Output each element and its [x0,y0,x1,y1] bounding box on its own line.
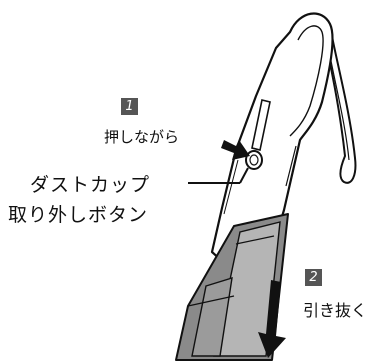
step-1-label: 押しながら [104,128,180,146]
dust-cup-release-button [245,150,263,170]
power-switch [251,99,271,151]
callout-leader-tick [239,167,249,184]
handle-contour [289,25,324,137]
step-2-label: 引き抜く [303,301,368,320]
body-seam [285,139,301,187]
callout-label-line1: ダストカップ [30,174,151,196]
push-arrow-icon [221,140,250,160]
callout-label-line2: 取り外しボタン [8,204,149,226]
body-seam-lower [223,159,239,215]
pull-arrow-icon [258,280,286,358]
dust-cup [175,213,289,361]
step-2-badge: 2 [305,269,322,286]
step-1-badge: 1 [121,98,138,115]
